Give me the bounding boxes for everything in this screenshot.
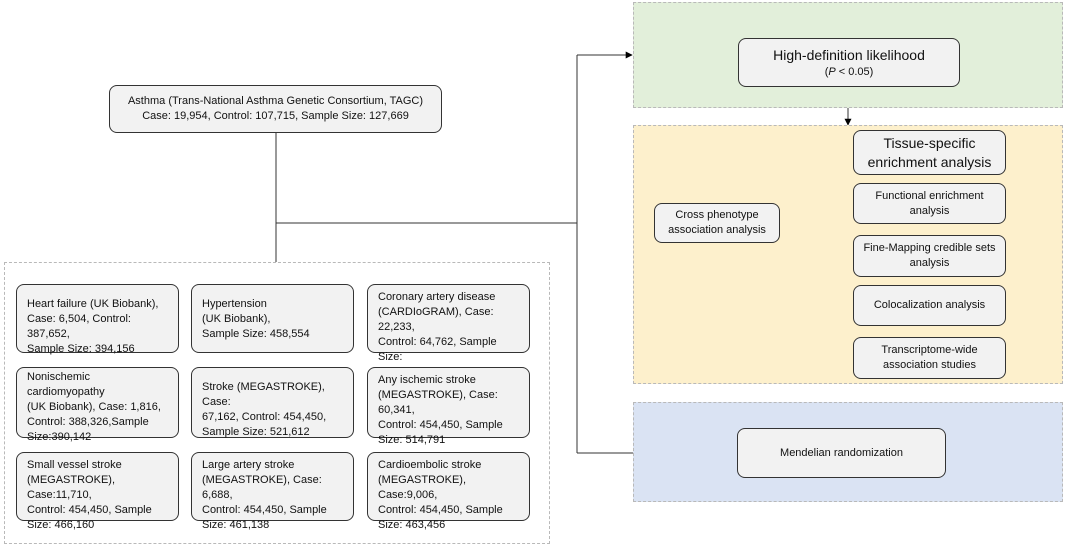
hdl-title: High-definition likelihood xyxy=(773,46,925,63)
trait-label: Cardioembolic stroke (MEGASTROKE), Case:… xyxy=(378,459,503,531)
hdl-threshold: (P < 0.05) xyxy=(824,65,874,78)
analysis-label: Colocalization analysis xyxy=(873,299,986,311)
cross-phenotype-box: Cross phenotype association analysis xyxy=(654,203,780,243)
analysis-box-colocalization: Colocalization analysis xyxy=(853,285,1006,326)
cross-phenotype-label: Cross phenotype association analysis xyxy=(668,209,766,236)
trait-box-large-artery-stroke: Large artery stroke (MEGASTROKE), Case: … xyxy=(191,452,354,531)
trait-label: Any ischemic stroke (MEGASTROKE), Case: … xyxy=(378,374,503,446)
mendelian-randomization-label: Mendelian randomization xyxy=(780,446,903,459)
trait-label: Nonischemic cardiomyopathy (UK Biobank),… xyxy=(27,371,161,443)
trait-label: Stroke (MEGASTROKE), Case: 67,162, Contr… xyxy=(202,381,327,438)
trait-box-small-vessel-stroke: Small vessel stroke (MEGASTROKE), Case:1… xyxy=(16,452,179,531)
analysis-box-functional-enrichment: Functional enrichment analysis xyxy=(853,183,1006,224)
trait-box-coronary-artery-disease: Coronary artery disease (CARDIoGRAM), Ca… xyxy=(367,284,530,378)
asthma-source-title: Asthma (Trans-National Asthma Genetic Co… xyxy=(127,95,424,107)
trait-box-nonischemic-cardiomyopathy: Nonischemic cardiomyopathy (UK Biobank),… xyxy=(16,367,179,443)
trait-label: Hypertension (UK Biobank), Sample Size: … xyxy=(202,298,310,340)
trait-label: Coronary artery disease (CARDIoGRAM), Ca… xyxy=(378,291,497,378)
trait-label: Large artery stroke (MEGASTROKE), Case: … xyxy=(202,459,327,531)
asthma-source-stats: Case: 19,954, Control: 107,715, Sample S… xyxy=(142,110,409,122)
analysis-label: Tissue-specific enrichment analysis xyxy=(867,134,992,170)
analysis-label: Fine-Mapping credible sets analysis xyxy=(863,242,996,269)
trait-label: Small vessel stroke (MEGASTROKE), Case:1… xyxy=(27,459,152,531)
analysis-box-fine-mapping: Fine-Mapping credible sets analysis xyxy=(853,235,1006,277)
asthma-source-box: Asthma (Trans-National Asthma Genetic Co… xyxy=(109,85,442,133)
trait-box-heart-failure: Heart failure (UK Biobank), Case: 6,504,… xyxy=(16,284,179,355)
mendelian-randomization-box: Mendelian randomization xyxy=(737,428,946,478)
analysis-label: Functional enrichment analysis xyxy=(875,189,984,217)
analysis-box-tissue-specific: Tissue-specific enrichment analysis xyxy=(853,130,1006,175)
trait-box-stroke: Stroke (MEGASTROKE), Case: 67,162, Contr… xyxy=(191,367,354,438)
trait-box-any-ischemic-stroke: Any ischemic stroke (MEGASTROKE), Case: … xyxy=(367,367,530,446)
analysis-label: Transcriptome-wide association studies xyxy=(881,344,978,371)
trait-label: Heart failure (UK Biobank), Case: 6,504,… xyxy=(27,298,159,355)
traits-panel xyxy=(4,262,550,544)
hdl-box: High-definition likelihood (P < 0.05) xyxy=(738,38,960,87)
analysis-box-twas: Transcriptome-wide association studies xyxy=(853,337,1006,379)
trait-box-cardioembolic-stroke: Cardioembolic stroke (MEGASTROKE), Case:… xyxy=(367,452,530,531)
trait-box-hypertension: Hypertension (UK Biobank), Sample Size: … xyxy=(191,284,354,353)
